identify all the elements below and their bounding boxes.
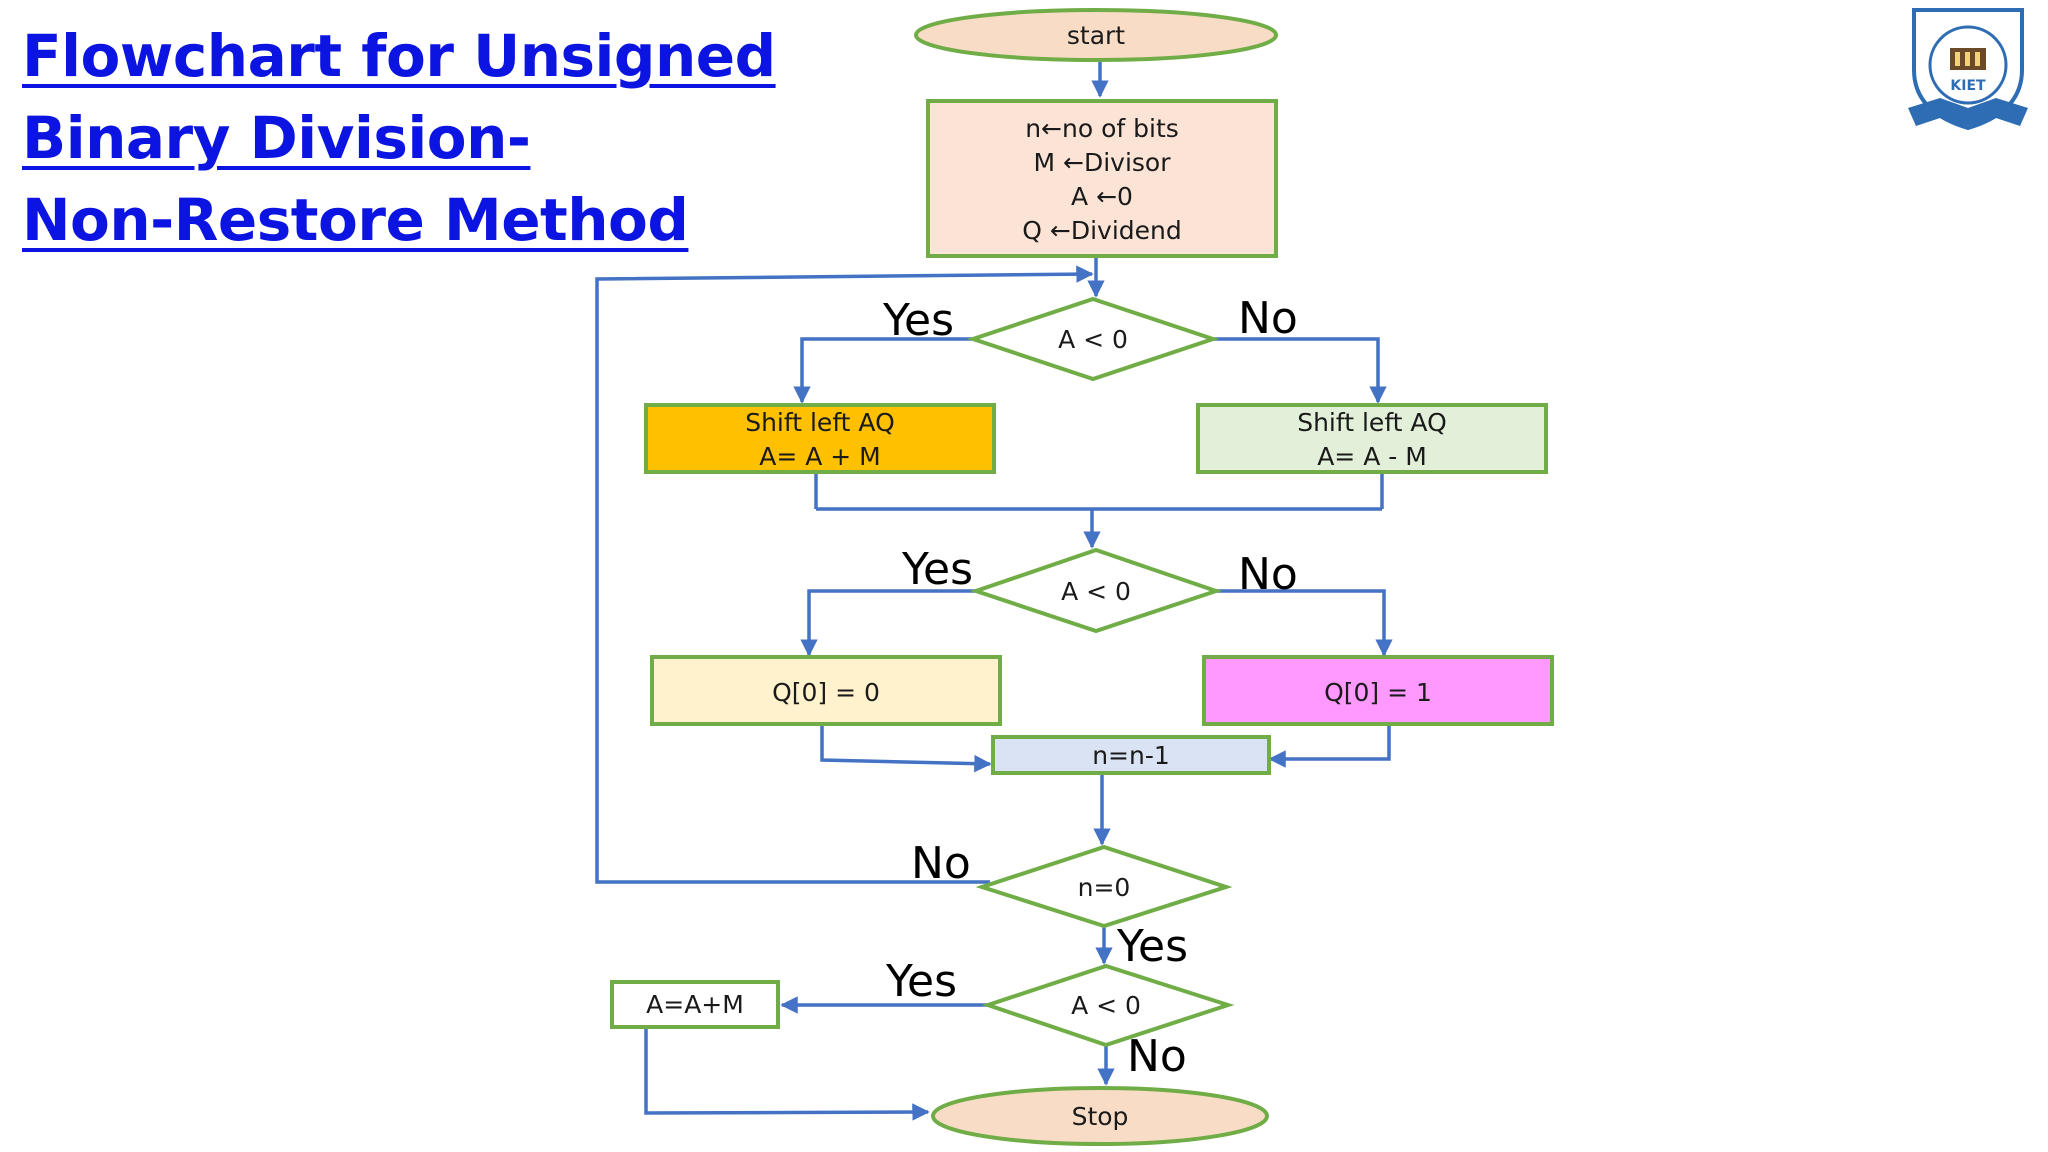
set-q0-one-box: Q[0] = 1: [1202, 655, 1554, 726]
start-terminal: start: [914, 8, 1278, 62]
stop-label: Stop: [1072, 1102, 1129, 1131]
title-line-1: Flowchart for Unsigned: [22, 22, 776, 90]
set-q0-zero-box: Q[0] = 0: [650, 655, 1002, 726]
decrement-n-box: n=n-1: [991, 735, 1271, 775]
shift-add-line-2: A= A + M: [759, 442, 881, 471]
logo-text: KIET: [1950, 78, 1986, 94]
decision-3-label: n=0: [1078, 873, 1131, 902]
shift-subtract-process-box: Shift left AQ A= A - M: [1196, 403, 1548, 474]
shift-subtract-line-1: Shift left AQ: [1297, 408, 1447, 437]
d2-yes-label: Yes: [901, 544, 973, 595]
restore-a-label: A=A+M: [646, 990, 744, 1019]
init-line-1: n←no of bits: [1025, 114, 1179, 143]
decision-a-less-than-zero-3: A < 0: [981, 963, 1235, 1048]
stop-terminal: Stop: [931, 1086, 1269, 1146]
connector-restore-stop: [644, 1027, 930, 1121]
decision-a-less-than-zero-2: A < 0: [969, 547, 1223, 634]
connector-d2-no: [1216, 589, 1393, 657]
d3-no-label: No: [911, 838, 971, 889]
restore-a-box: A=A+M: [610, 980, 780, 1029]
branch-labels: Yes No Yes No No Yes Yes No: [882, 293, 1298, 1082]
connectors: [595, 62, 1393, 1121]
title-line-3: Non-Restore Method: [22, 186, 689, 254]
decision-2-label: A < 0: [1061, 577, 1131, 606]
connector-loop-back: [595, 265, 1094, 884]
shift-add-line-1: Shift left AQ: [745, 408, 895, 437]
decision-1-label: A < 0: [1058, 325, 1128, 354]
d4-no-label: No: [1127, 1031, 1187, 1082]
connector-q0-dec: [820, 724, 992, 773]
shift-add-process-box: Shift left AQ A= A + M: [644, 403, 996, 474]
connector-d1-yes: [793, 337, 973, 404]
set-q0-zero-label: Q[0] = 0: [772, 678, 880, 707]
d3-yes-label: Yes: [1116, 921, 1188, 972]
d1-no-label: No: [1238, 293, 1298, 344]
init-line-3: A ←0: [1071, 182, 1133, 211]
init-process-box: n←no of bits M ←Divisor A ←0 Q ←Dividend: [926, 99, 1278, 258]
connector-q1-dec: [1268, 724, 1391, 768]
decision-n-equals-zero: n=0: [975, 844, 1233, 929]
connector-d2-yes: [800, 589, 976, 657]
decision-a-less-than-zero-1: A < 0: [966, 296, 1220, 382]
decision-4-label: A < 0: [1071, 991, 1141, 1020]
start-label: start: [1067, 21, 1125, 50]
title-line-2: Binary Division-: [22, 104, 531, 172]
set-q0-one-label: Q[0] = 1: [1324, 678, 1432, 707]
connector-d1-no: [1213, 337, 1387, 404]
d4-yes-label: Yes: [885, 956, 957, 1007]
init-line-2: M ←Divisor: [1034, 148, 1172, 177]
decrement-n-label: n=n-1: [1092, 741, 1170, 770]
kiet-logo: KIET: [1908, 8, 2028, 131]
d1-yes-label: Yes: [882, 295, 954, 346]
d2-no-label: No: [1238, 549, 1298, 600]
shift-subtract-line-2: A= A - M: [1317, 442, 1427, 471]
init-line-4: Q ←Dividend: [1022, 216, 1181, 245]
